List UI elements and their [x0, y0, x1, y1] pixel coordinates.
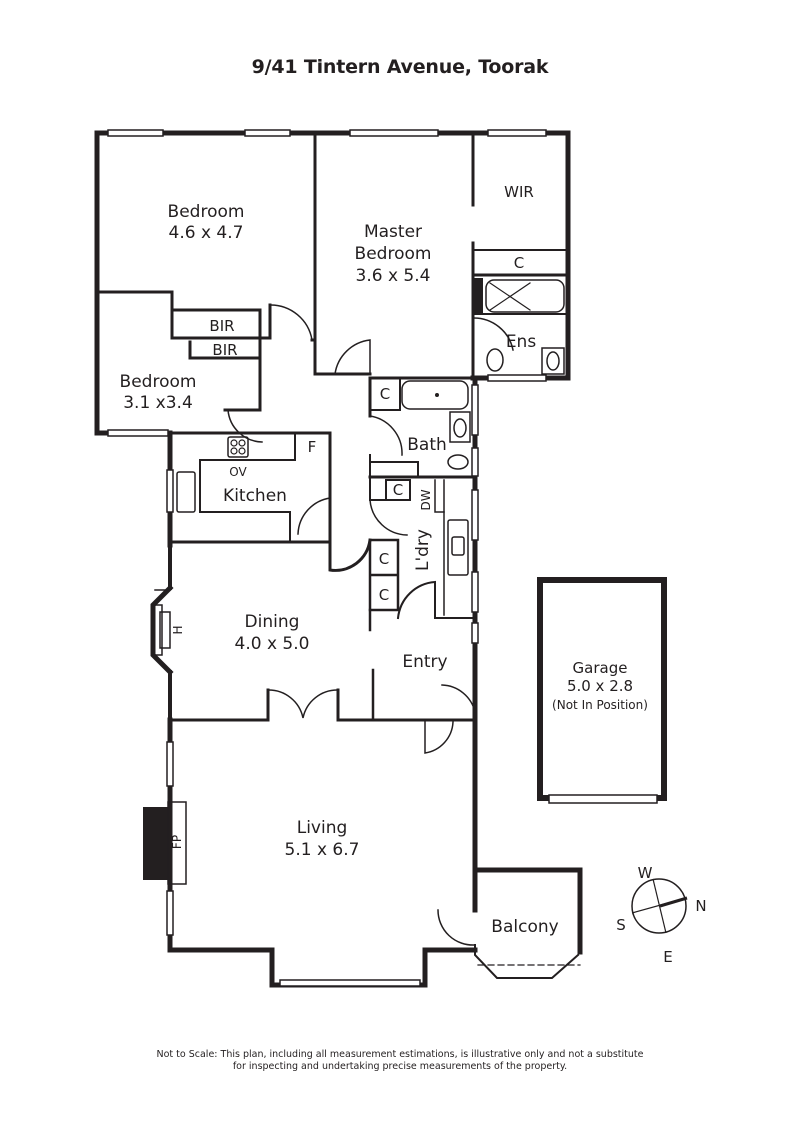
room-size-master: 3.6 x 5.4	[356, 266, 431, 286]
room-label-living: Living	[297, 818, 348, 838]
compass-south: S	[616, 916, 626, 934]
room-label-bedroom2: Bedroom	[120, 372, 197, 392]
disclaimer-line2: for inspecting and undertaking precise m…	[232, 1061, 568, 1072]
dishwasher-label: DW	[419, 489, 433, 510]
room-label-wir: WIR	[504, 183, 534, 201]
room-label-ensuite: Ens	[506, 332, 537, 352]
room-size-dining: 4.0 x 5.0	[235, 634, 310, 654]
disclaimer-line1: Not to Scale: This plan, including all m…	[156, 1049, 644, 1060]
room-label-dining: Dining	[245, 612, 300, 632]
room-label-bir1: BIR	[209, 317, 234, 335]
room-labels: Bedroom 4.6 x 4.7 Master Bedroom 3.6 x 5…	[120, 183, 648, 937]
room-label-laundry: L'dry	[413, 529, 433, 571]
room-size-bedroom2: 3.1 x3.4	[123, 393, 193, 413]
room-label-garage: Garage	[573, 659, 628, 677]
oven-label: OV	[229, 465, 247, 479]
room-label-entry: Entry	[402, 652, 447, 672]
room-label-bath: Bath	[407, 435, 447, 455]
room-label-hall-cupboard2: C	[379, 586, 389, 604]
disclaimer: Not to Scale: This plan, including all m…	[0, 1049, 800, 1073]
room-size-garage: 5.0 x 2.8	[567, 677, 633, 695]
room-label-kitchen: Kitchen	[223, 486, 287, 506]
room-label-master-1: Master	[364, 222, 422, 242]
heater-label: H	[171, 625, 185, 634]
room-label-ens-cupboard: C	[514, 254, 524, 272]
fireplace-label: FP	[170, 835, 184, 849]
compass-north: N	[695, 897, 706, 915]
compass-east: E	[663, 948, 672, 966]
room-label-bedroom1: Bedroom	[168, 202, 245, 222]
fridge-label: F	[308, 438, 317, 456]
room-label-laundry-cupboard: C	[393, 481, 403, 499]
walls	[94, 129, 667, 988]
room-label-balcony: Balcony	[491, 917, 558, 937]
room-label-bir2: BIR	[212, 341, 237, 359]
room-size-living: 5.1 x 6.7	[285, 840, 360, 860]
compass-west: W	[638, 864, 653, 882]
plan-title: 9/41 Tintern Avenue, Toorak	[251, 56, 549, 78]
windows-top	[107, 129, 547, 437]
compass-icon: W N S E	[616, 864, 706, 966]
room-label-bath-cupboard: C	[380, 385, 390, 403]
garage-note: (Not In Position)	[552, 698, 648, 712]
room-label-master-2: Bedroom	[355, 244, 432, 264]
room-size-bedroom1: 4.6 x 4.7	[169, 223, 244, 243]
room-label-hall-cupboard1: C	[379, 550, 389, 568]
